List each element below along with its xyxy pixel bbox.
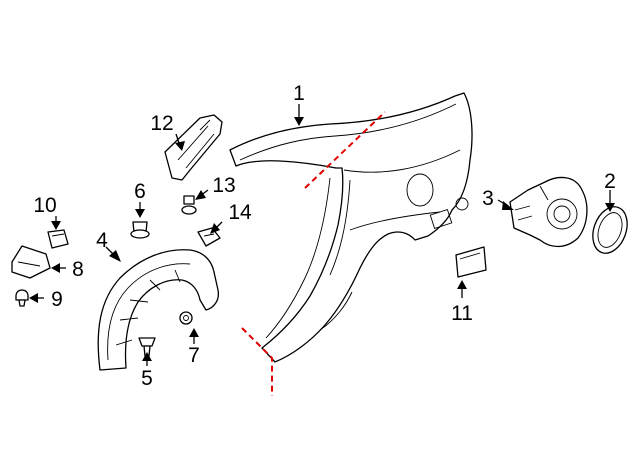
clip-6 bbox=[130, 221, 150, 239]
callout-6: 6 bbox=[134, 180, 146, 203]
callout-3: 3 bbox=[482, 187, 494, 210]
callout-2: 2 bbox=[604, 170, 616, 193]
quarter-panel bbox=[229, 92, 473, 363]
fuel-filler-housing bbox=[509, 176, 588, 248]
cut-line-roof bbox=[304, 111, 386, 189]
callout-labels: 1 2 3 4 5 6 7 8 9 10 11 12 13 14 bbox=[33, 82, 616, 390]
clip-14 bbox=[197, 227, 221, 247]
reinforcement-bracket bbox=[164, 114, 223, 181]
callout-9: 9 bbox=[51, 288, 63, 311]
bolt-13 bbox=[181, 195, 197, 215]
callout-10: 10 bbox=[33, 194, 56, 217]
cut-line-sill bbox=[241, 327, 273, 396]
callout-13: 13 bbox=[212, 174, 235, 197]
clip-9 bbox=[15, 289, 29, 307]
clip-10 bbox=[47, 229, 69, 249]
callout-11: 11 bbox=[451, 302, 473, 325]
callout-7: 7 bbox=[188, 344, 200, 367]
callout-5: 5 bbox=[141, 367, 153, 390]
bracket-8 bbox=[11, 245, 51, 279]
fuel-filler-door bbox=[592, 206, 628, 254]
callout-14: 14 bbox=[228, 201, 252, 224]
callout-4: 4 bbox=[96, 229, 108, 252]
leader-lines bbox=[29, 104, 615, 366]
callout-12: 12 bbox=[150, 112, 173, 135]
wheelhouse-liner bbox=[97, 249, 220, 371]
part-11-bracket bbox=[455, 246, 487, 278]
bolt-7 bbox=[179, 311, 193, 325]
callout-8: 8 bbox=[72, 258, 84, 281]
callout-1: 1 bbox=[293, 82, 305, 105]
